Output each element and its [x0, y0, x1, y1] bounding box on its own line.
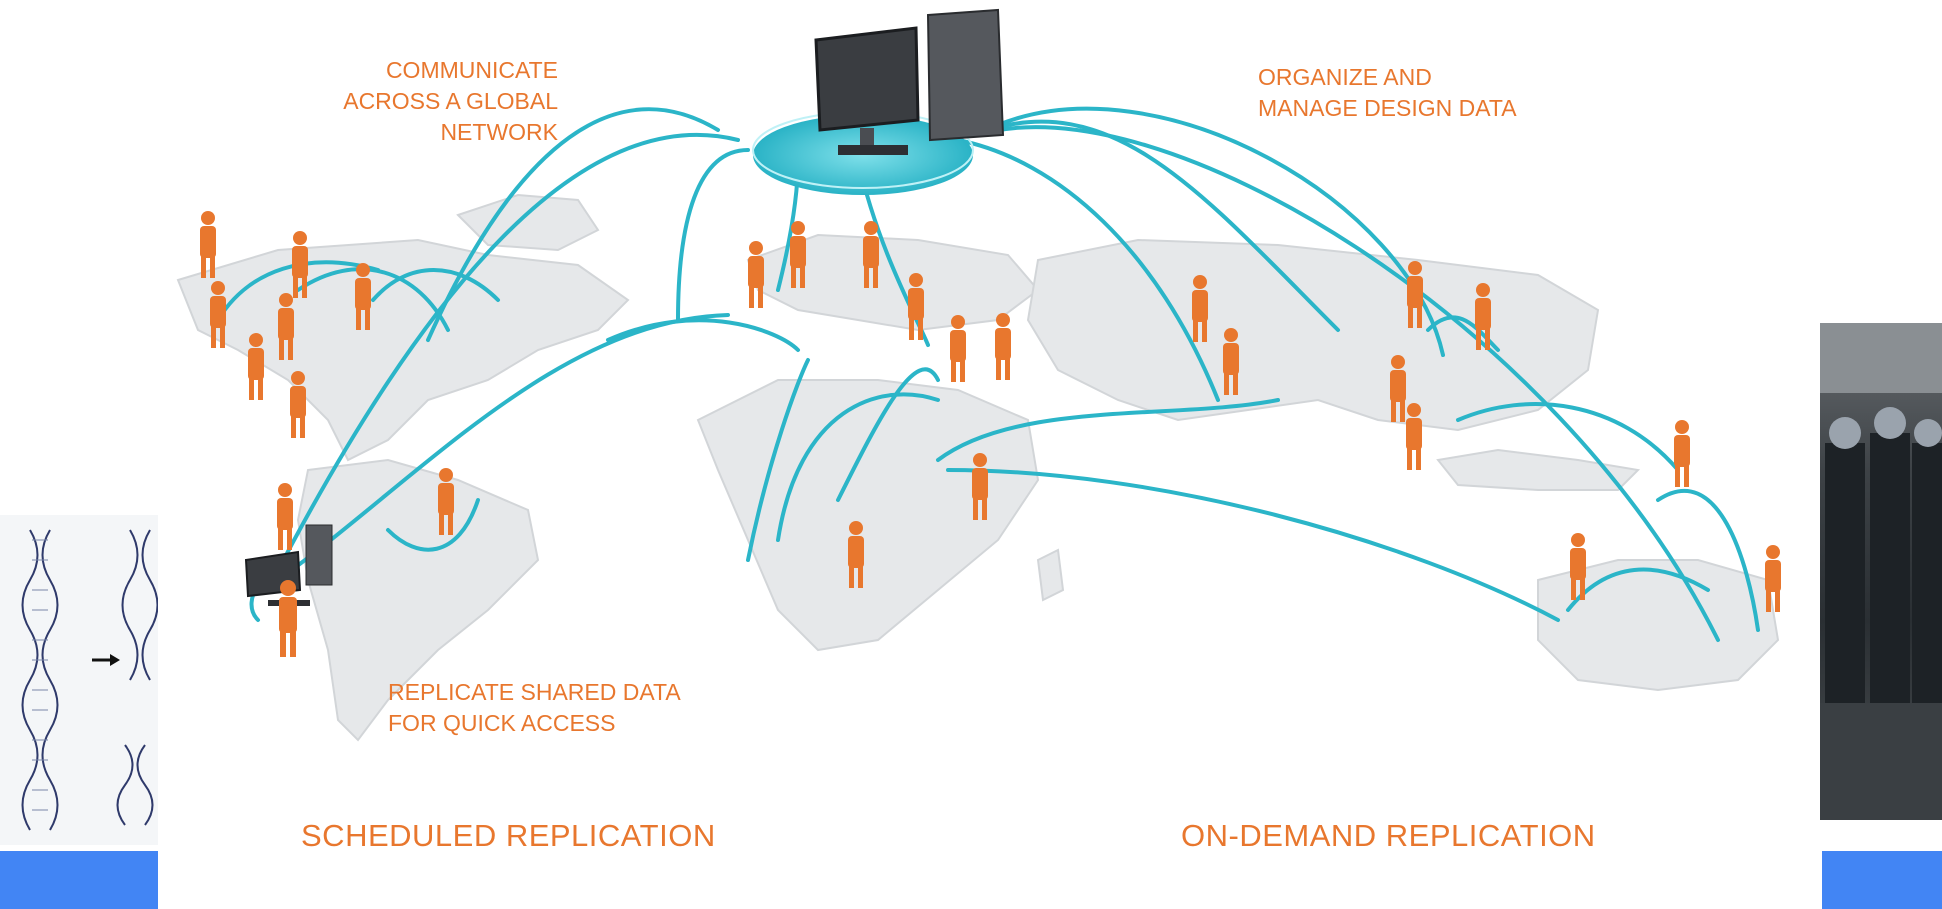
asia [1026, 238, 1600, 432]
madagascar [1036, 548, 1065, 602]
person-icon [1407, 261, 1423, 328]
person-icon [1674, 420, 1690, 487]
left-blue-bar [0, 851, 158, 909]
person-icon [248, 333, 264, 400]
dna-thumbnail [0, 515, 158, 845]
arrow-icon [92, 654, 120, 666]
person-icon [277, 483, 293, 550]
caption-replicate: REPLICATE SHARED DATA FOR QUICK ACCESS [388, 679, 681, 736]
person-icon [279, 580, 297, 657]
person-icon [1390, 355, 1406, 422]
person-icon [1223, 328, 1239, 395]
person-icon [438, 468, 454, 535]
person-icon [1765, 545, 1781, 612]
person-icon [748, 241, 764, 308]
person-icon [950, 315, 966, 382]
person-icon [210, 281, 226, 348]
africa [696, 379, 1040, 652]
person-icon [1406, 403, 1422, 470]
people [200, 211, 1781, 657]
world-map [176, 8, 1781, 742]
person-icon [1475, 283, 1491, 350]
person-icon [290, 371, 306, 438]
caption-on-demand-replication: ON-DEMAND REPLICATION [1181, 818, 1596, 853]
person-icon [908, 273, 924, 340]
person-icon [355, 263, 371, 330]
person-icon [1192, 275, 1208, 342]
person-icon [200, 211, 216, 278]
person-icon [278, 293, 294, 360]
person-icon [995, 313, 1011, 380]
person-icon [790, 221, 806, 288]
person-icon [292, 231, 308, 298]
caption-communicate: COMMUNICATE ACROSS A GLOBAL NETWORK [343, 57, 558, 145]
right-blue-bar [1822, 851, 1942, 909]
replication-diagram: COMMUNICATE ACROSS A GLOBAL NETWORK ORGA… [158, 0, 1820, 909]
server-computer-icon [752, 8, 1005, 195]
australia [1537, 559, 1780, 692]
dna-icon [21, 529, 158, 831]
soldiers-thumbnail [1820, 323, 1942, 820]
person-icon [848, 521, 864, 588]
south-america [296, 458, 540, 742]
person-icon [972, 453, 988, 520]
indonesia [1436, 448, 1641, 491]
north-america [176, 238, 630, 462]
caption-organize: ORGANIZE AND MANAGE DESIGN DATA [1258, 64, 1517, 121]
person-icon [1570, 533, 1586, 600]
greenland [456, 193, 600, 252]
person-icon [863, 221, 879, 288]
caption-scheduled-replication: SCHEDULED REPLICATION [301, 818, 716, 853]
